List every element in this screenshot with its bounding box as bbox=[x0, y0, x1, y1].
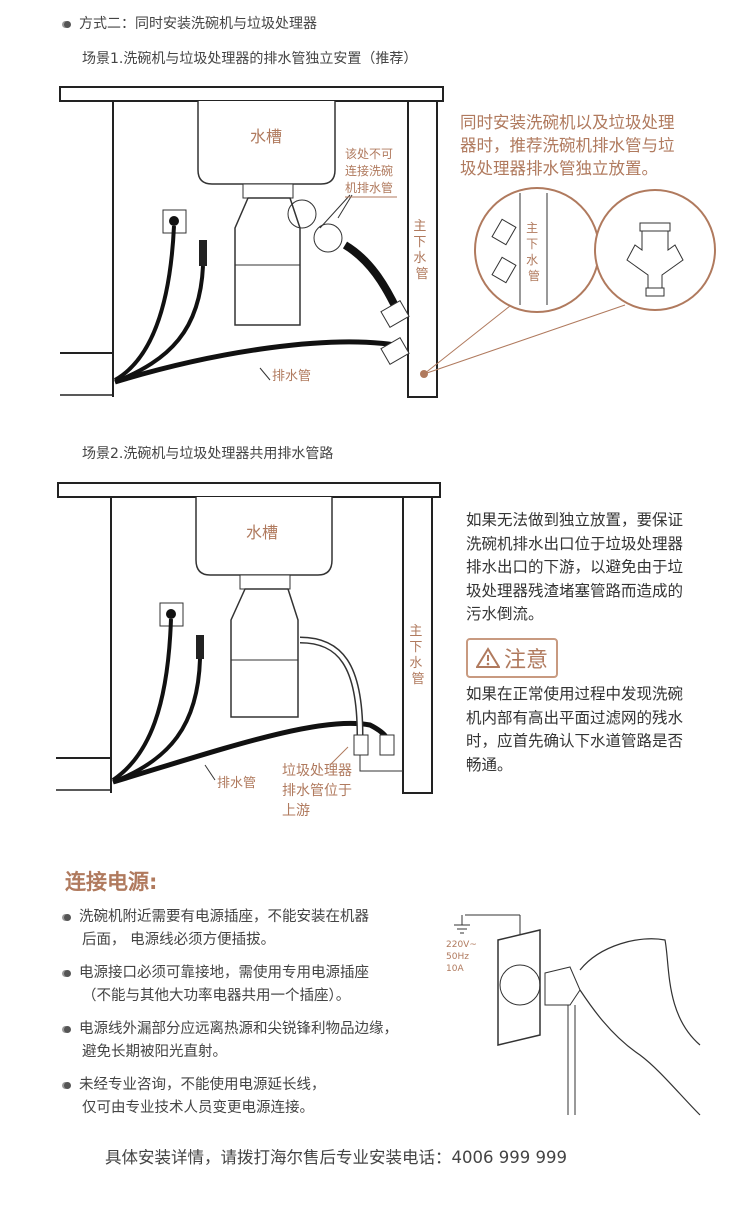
desc-line: 器时，推荐洗碗机排水管与垃 bbox=[460, 136, 675, 155]
garbage-disposer bbox=[234, 197, 301, 326]
disposer-drain-hose bbox=[342, 241, 401, 312]
main-pipe-label: 主 下 水 管 bbox=[409, 624, 426, 687]
footer-hotline: 具体安装详情，请拨打海尔售后专业安装电话：4006 999 999 bbox=[105, 1148, 567, 1167]
scene2-diagram: 水槽 排水管 垃圾处理器 排水管位于 上游 主 下 水 管 bbox=[56, 482, 441, 819]
method-title: 方式二：同时安装洗碗机与垃圾处理器 bbox=[64, 13, 317, 33]
scene1-title: 场景1.洗碗机与垃圾处理器的排水管独立安置（推荐） bbox=[82, 51, 418, 67]
main-pipe-label: 主 下 水 管 bbox=[413, 219, 430, 282]
warning-note: 该处不可 连接洗碗 机排水管 bbox=[345, 147, 397, 195]
wall-socket bbox=[497, 929, 541, 1046]
power-bullet: 洗碗机附近需要有电源插座，不能安装在机器后面， 电源线必须方便插拔。 bbox=[64, 906, 369, 952]
socket-spec: 220V~ 50Hz 10A bbox=[446, 940, 480, 974]
scene1-description: 同时安装洗碗机以及垃圾处理 器时，推荐洗碗机排水管与垃 圾处理器排水管独立放置。 bbox=[460, 111, 675, 180]
plug bbox=[544, 966, 581, 1006]
bullet-icon bbox=[64, 20, 71, 28]
disposer-drain-hose bbox=[299, 638, 362, 736]
power-bullet: 电源线外漏部分应远离热源和尖锐锋利物品边缘，避免长期被阳光直射。 bbox=[64, 1018, 398, 1064]
notice-badge: 注意 bbox=[466, 638, 559, 678]
dishwasher-drain-hose bbox=[114, 339, 396, 385]
scene2-title: 场景2.洗碗机与垃圾处理器共用排水管路 bbox=[82, 446, 334, 462]
scene2-description: 如果无法做到独立放置，要保证 洗碗机排水出口位于垃圾处理器 排水出口的下游，以避… bbox=[466, 511, 684, 623]
hand bbox=[579, 938, 701, 1046]
power-heading: 连接电源: bbox=[65, 870, 158, 894]
power-bullet: 未经专业咨询，不能使用电源延长线，仅可由专业技术人员变更电源连接。 bbox=[64, 1074, 326, 1120]
dishwasher-drain-hose bbox=[112, 720, 389, 785]
upstream-note: 垃圾处理器 排水管位于 上游 bbox=[282, 763, 356, 819]
notice-text: 如果在正常使用过程中发现洗碗 机内部有高出平面过滤网的残水 时，应首先确认下水道… bbox=[466, 685, 684, 774]
countertop bbox=[59, 86, 444, 102]
warning-triangle-icon bbox=[476, 647, 500, 668]
water-inlet bbox=[199, 240, 207, 266]
sink-label: 水槽 bbox=[246, 523, 278, 542]
sink-label: 水槽 bbox=[250, 127, 282, 146]
countertop bbox=[57, 482, 441, 498]
scene1-diagram: 水槽 该处不可 连接洗碗 机排水管 主 下 水 管 排水管 主 下 水 管 bbox=[59, 86, 716, 398]
power-bullet: 电源接口必须可靠接地，需使用专用电源插座（不能与其他大功率电器共用一个插座）。 bbox=[64, 962, 369, 1008]
desc-line: 同时安装洗碗机以及垃圾处理 bbox=[460, 113, 675, 132]
main-drain-pipe bbox=[402, 496, 433, 794]
main-drain-pipe bbox=[407, 100, 438, 398]
desc-line: 圾处理器排水管独立放置。 bbox=[460, 159, 658, 178]
drain-label: 排水管 bbox=[217, 776, 256, 791]
plug-illustration: 220V~ 50Hz 10A bbox=[446, 914, 701, 1116]
method-title-text: 方式二：同时安装洗碗机与垃圾处理器 bbox=[79, 16, 317, 32]
svg-text:主 下 水 管: 主 下 水 管 bbox=[526, 221, 542, 283]
garbage-disposer bbox=[230, 588, 299, 718]
notice-label: 注意 bbox=[504, 648, 549, 673]
drain-label: 排水管 bbox=[272, 369, 311, 384]
